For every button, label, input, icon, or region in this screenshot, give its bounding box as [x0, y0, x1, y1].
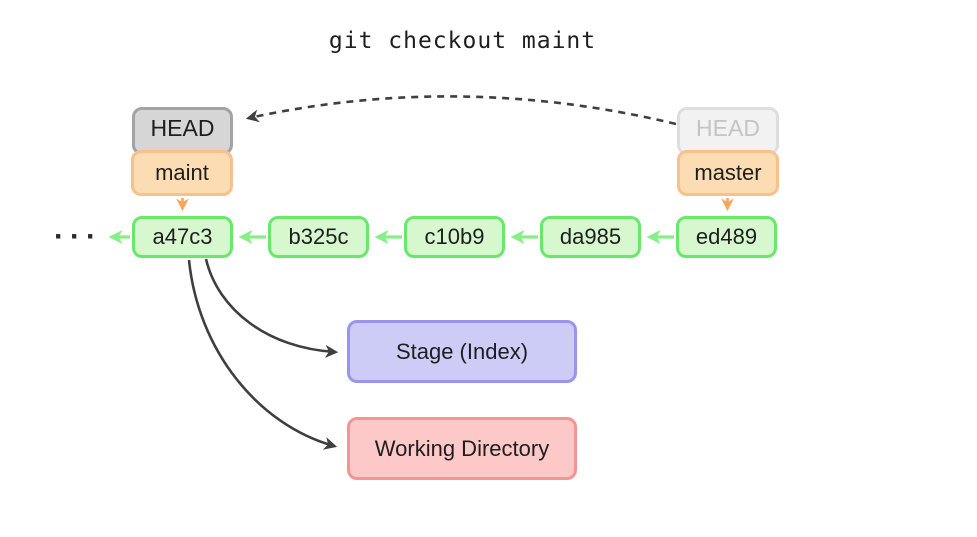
commit-node-ed489: ed489: [676, 216, 777, 258]
diagram-title: git checkout maint: [328, 28, 597, 54]
branch-label-maint: maint: [131, 150, 233, 196]
commit-node-da985: da985: [540, 216, 641, 258]
stage-index-box: Stage (Index): [347, 320, 577, 383]
commit-node-c10b9: c10b9: [404, 216, 505, 258]
history-ellipsis: ···: [54, 220, 102, 253]
checkout-to-working-arrow: [187, 259, 338, 450]
head-pointer-previous: HEAD: [677, 107, 779, 155]
head-pointer-current: HEAD: [132, 107, 233, 155]
branch-label-master: master: [677, 150, 779, 196]
commit-node-b325c: b325c: [268, 216, 369, 258]
checkout-to-stage-arrow: [204, 258, 339, 358]
head-move-dashed-arrow: [245, 95, 677, 126]
commit-node-a47c3: a47c3: [132, 216, 233, 258]
working-directory-box: Working Directory: [347, 417, 577, 480]
